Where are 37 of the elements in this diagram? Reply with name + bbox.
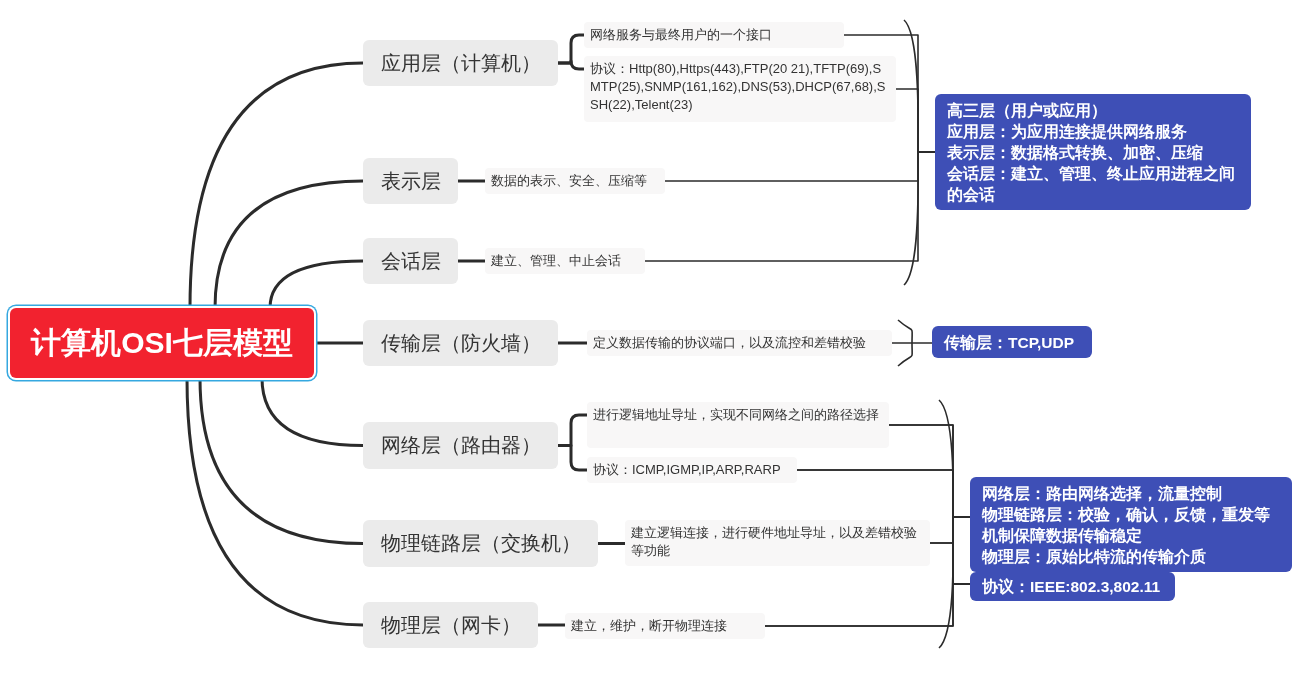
- connector-line: [598, 542, 625, 545]
- connector-line: [558, 341, 587, 345]
- layer-box: 物理链路层（交换机）: [363, 520, 598, 567]
- summary-connector: [891, 342, 933, 344]
- note-box: 定义数据传输的协议端口，以及流控和差错校验: [587, 330, 892, 356]
- central-topic-box: 计算机OSI七层模型: [10, 308, 314, 378]
- bracket-connector: [558, 59, 584, 71]
- note-box: 网络服务与最终用户的一个接口: [584, 22, 844, 48]
- layer-box: 网络层（路由器）: [363, 422, 558, 469]
- note-box: 建立逻辑连接，进行硬件地址导址，以及差错校验等功能: [625, 520, 930, 566]
- note-box: 协议：ICMP,IGMP,IP,ARP,RARP: [587, 457, 797, 483]
- summary-text: 网络层：路由网络选择，流量控制: [982, 483, 1223, 504]
- summary-connector: [764, 583, 971, 627]
- note-box: 协议：Http(80),Https(443),FTP(20 21),TFTP(69),SMTP(25),SNMP(161,162),DNS(53),DHCP(67,68),SSH(22),Telent(23): [584, 56, 896, 122]
- layer-box: 应用层（计算机）: [363, 40, 558, 86]
- summary-text: 会话层：建立、管理、终止应用进程之间的会话: [947, 163, 1236, 205]
- note-box: 建立，维护，断开物理连接: [565, 613, 765, 639]
- summary-text: 物理链路层：校验，确认，反馈，重发等机制保障数据传输稳定: [982, 504, 1271, 546]
- summary-text: 高三层（用户或应用）: [947, 100, 1108, 121]
- connector-line: [458, 259, 485, 263]
- note-box: 进行逻辑地址导址，实现不同网络之间的路径选择: [587, 402, 889, 448]
- summary-text: 应用层：为应用连接提供网络服务: [947, 121, 1188, 142]
- summary-box: 协议：IEEE:802.3,802.11: [970, 572, 1175, 601]
- summary-box: 传输层：TCP,UDP: [932, 326, 1092, 358]
- note-box: 数据的表示、安全、压缩等: [485, 168, 665, 194]
- summary-text: 表示层：数据格式转换、加密、压缩: [947, 142, 1204, 163]
- layer-box: 传输层（防火墙）: [363, 320, 558, 366]
- layer-box: 物理层（网卡）: [363, 602, 538, 648]
- connector-line: [458, 179, 485, 183]
- bracket-connector: [558, 444, 587, 472]
- connector-line: [538, 623, 565, 627]
- layer-box: 会话层: [363, 238, 458, 284]
- summary-box: [935, 94, 1251, 210]
- summary-text: 物理层：原始比特流的传输介质: [982, 546, 1207, 567]
- layer-box: 表示层: [363, 158, 458, 204]
- note-box: 建立、管理、中止会话: [485, 248, 645, 274]
- summary-box: [970, 477, 1292, 572]
